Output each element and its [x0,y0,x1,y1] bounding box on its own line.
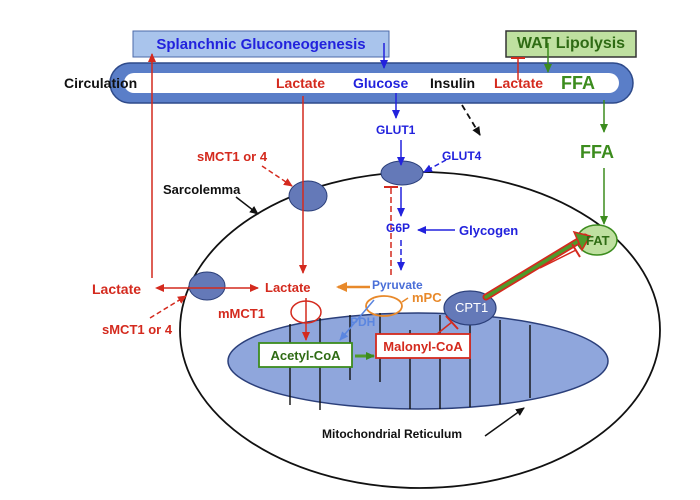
smct-bottom-pointer [149,295,187,319]
circulation-glucose: Glucose [353,75,409,91]
splanchnic-box [132,30,390,58]
sarcolemma-label: Sarcolemma [163,182,241,197]
pyruvate-label: Pyruvate [372,278,423,292]
glut4-pointer [423,159,447,173]
acetyl-coa-label: Acetyl-CoA [270,347,341,363]
glycogen-label: Glycogen [459,223,519,238]
g6p-label: G6P [386,221,411,235]
fat-to-cpt1-arrowhead [572,230,592,252]
circulation-label: Circulation [64,75,138,91]
insulin-arrow [461,104,481,136]
circulation-lactate-left: Lactate [276,75,326,91]
fat-label: FAT [586,233,610,248]
glut1-label: GLUT1 [376,123,416,137]
smct-top-label: sMCT1 or 4 [197,149,268,164]
acetyl-coa-box [258,342,353,368]
sarcolemma-pointer [235,196,259,215]
inner-lactate-label: Lactate [265,280,311,295]
inhibit-bar-cpt1 [445,315,459,330]
mpc-transporter [365,295,403,317]
reticulum-pointer [484,407,525,437]
circulation-insulin: Insulin [430,75,476,91]
smct-left-transporter [188,271,226,301]
pdh-arrow [339,299,375,341]
tissue-ffa-label: FFA [580,142,614,162]
cpt1-transporter [443,290,497,326]
mpc-arrow [401,297,409,303]
cpt1-label: CPT1 [455,300,489,315]
outer-lactate-label: Lactate [92,281,142,297]
mitochondrion [227,312,609,410]
glut4-label: GLUT4 [442,149,482,163]
malonyl-coa-box [375,333,471,359]
splanchnic-gluconeogenesis-label: Splanchnic Gluconeogenesis [156,35,366,53]
glut-transporter [380,160,424,186]
malonyl-coa-label: Malonyl-CoA [383,338,463,354]
smct-bottom-label: sMCT1 or 4 [102,322,173,337]
smct-top-pointer [261,165,293,187]
wat-box [505,30,637,58]
mpc-label: mPC [412,290,442,305]
smct-top-transporter [288,180,328,212]
inhibit-fat [539,249,577,269]
pdh-label: PDH [350,315,376,329]
fat-to-cpt1-arrow-core [484,235,587,299]
wat-lipolysis-label: WAT Lipolysis [516,35,626,52]
mitochondrial-reticulum-label: Mitochondrial Reticulum [322,427,463,441]
circulation-ffa: FFA [561,73,595,93]
mmct1-label: mMCT1 [218,306,265,321]
circulation-lactate-right: Lactate [494,75,544,91]
inhibit-bar-fat [571,243,581,258]
circulation-lumen [124,73,619,93]
